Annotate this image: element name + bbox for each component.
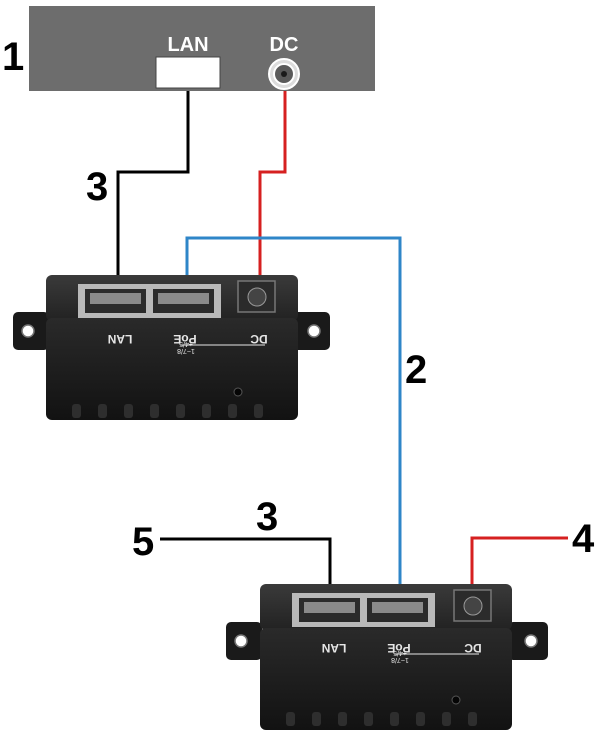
callout-4: 4 — [572, 517, 595, 561]
device-dc-label: DC — [270, 34, 299, 56]
injector-pin-bottom: +4/5 — [179, 340, 193, 347]
splitter-pin-bottom: +4/5 — [393, 649, 407, 656]
splitter-pin-top: 1~7/8 — [391, 656, 409, 663]
poe-cable — [185, 236, 402, 584]
injector-vents — [72, 404, 263, 418]
lan-cable-bottom — [160, 537, 332, 584]
injector-lan-label: LAN — [108, 332, 133, 346]
splitter-dc-label: DC — [464, 641, 482, 655]
lan-cable-top — [116, 90, 190, 275]
device-lan-label: LAN — [167, 34, 208, 56]
dc-cable-bottom — [470, 536, 568, 584]
splitter-poe-label: PoE — [387, 641, 410, 655]
splitter-vents — [286, 712, 477, 726]
injector-poe-label: PoE — [173, 332, 196, 346]
device-lan-port — [155, 56, 221, 89]
cables — [116, 90, 568, 584]
callout-3-bottom: 3 — [256, 495, 278, 539]
injector-pin-top: 1~7/8 — [177, 347, 195, 354]
splitter-led — [451, 695, 461, 705]
splitter-lan-label: LAN — [322, 641, 347, 655]
injector-led — [233, 387, 243, 397]
callouts: 1 3 2 3 4 5 — [2, 35, 595, 564]
callout-1: 1 — [2, 35, 24, 79]
dc-cable-top — [258, 90, 287, 278]
poe-splitter: LAN PoE DC 1~7/8 +4/5 — [226, 584, 548, 730]
device-box: LAN DC — [29, 6, 375, 91]
poe-injector: LAN PoE DC 1~7/8 +4/5 — [13, 275, 330, 420]
callout-5: 5 — [132, 520, 154, 564]
injector-dc-label: DC — [250, 332, 268, 346]
callout-3-top: 3 — [86, 165, 108, 209]
callout-2: 2 — [405, 348, 427, 392]
